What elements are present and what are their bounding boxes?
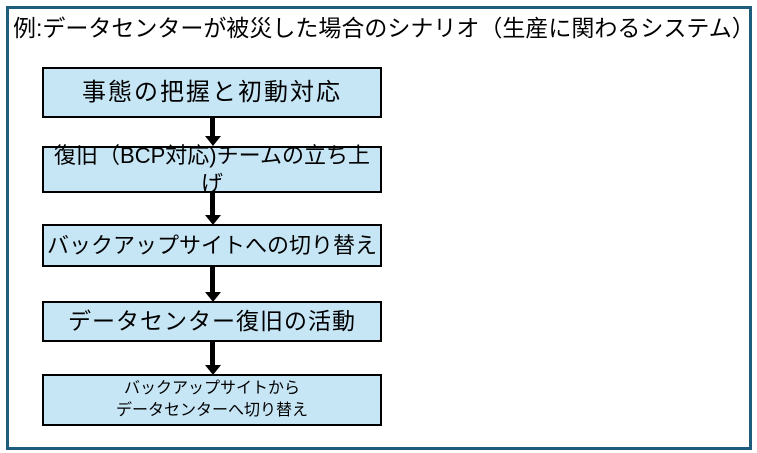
diagram-title: 例:データセンターが被災した場合のシナリオ（生産に関わるシステム） [13, 15, 755, 41]
arrow-stem [210, 193, 215, 215]
down-arrow-icon [204, 193, 221, 225]
arrow-head [204, 215, 221, 225]
flow-step-5-box: バックアップサイトから データセンターへ切り替え [42, 374, 382, 426]
arrow-head [204, 136, 221, 146]
arrow-head [204, 365, 221, 375]
arrow-stem [210, 342, 215, 365]
down-arrow-icon [204, 118, 221, 146]
flow-step-2-box: 復旧（BCP対応)チームの立ち上げ [42, 143, 382, 196]
arrow-head [204, 292, 221, 302]
arrow-stem [210, 118, 215, 136]
arrow-stem [210, 267, 215, 292]
flow-step-3-box: バックアップサイトへの切り替え [42, 224, 382, 267]
flow-step-4-box: データセンター復旧の活動 [42, 301, 382, 342]
down-arrow-icon [204, 342, 221, 375]
down-arrow-icon [204, 267, 221, 302]
flow-step-1-box: 事態の把握と初動対応 [42, 67, 382, 118]
